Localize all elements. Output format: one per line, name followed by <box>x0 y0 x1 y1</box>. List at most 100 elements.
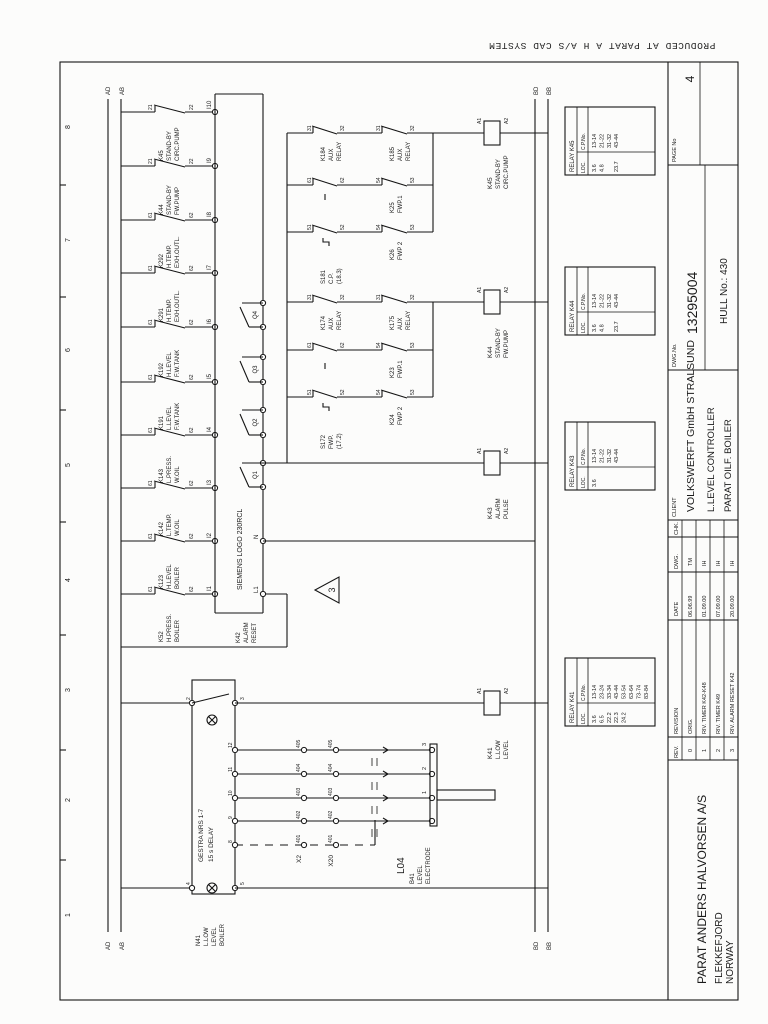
relay-table-cp: 21-22 <box>599 134 605 148</box>
terminal-number: 402 <box>328 810 334 819</box>
logo-input-label: I7 <box>207 264 213 270</box>
relay-table-cp: 43-44 <box>614 294 620 308</box>
contact-pin-label: 51 <box>307 389 313 395</box>
shield-chevron <box>382 817 390 825</box>
x2-terminal <box>300 817 308 825</box>
revision-date: 20.09.00 <box>730 596 736 617</box>
pressure-switch-actuator-icon <box>322 238 330 246</box>
contact-pin-label: 22 <box>189 158 195 164</box>
contact-device-label: K23 <box>390 367 396 378</box>
electrode-terminal <box>428 817 436 825</box>
terminal-number: 404 <box>296 763 302 772</box>
terminal-strip-label: X20 <box>328 855 335 867</box>
relay-table-cp: 63-64 <box>629 685 635 699</box>
relay-table-header: C.P.No. <box>581 293 587 310</box>
terminal-label: 3 <box>240 697 246 700</box>
contact-device-label: RELAY <box>406 142 412 161</box>
page-number-label: PAGE No <box>672 139 678 162</box>
output-contact-blade <box>239 466 250 488</box>
revision-number: 0 <box>688 749 694 752</box>
relay-probe-terminal <box>231 794 239 802</box>
lamp-icon-cross <box>208 884 216 892</box>
terminal-number: 403 <box>296 787 302 796</box>
x2-terminal <box>300 841 308 849</box>
relay-model: 15 s DELAY <box>208 826 215 862</box>
logo-input-label: I1 <box>207 585 213 591</box>
relay-table-header: C.P.No. <box>581 684 587 701</box>
terminal-label: 11 <box>228 767 234 772</box>
company-name: PARAT ANDERS HALVORSEN A/S <box>695 795 709 984</box>
contact-device-label: K25 <box>390 202 396 213</box>
relay-table-header: LOC. <box>581 321 587 333</box>
contact-device-label: AUX <box>398 318 404 330</box>
coil-k44 <box>483 289 501 315</box>
logo-n-label: N <box>254 535 260 539</box>
contact-blade <box>153 265 186 275</box>
contact-pin-label: 62 <box>189 427 195 433</box>
relay-table-title: RELAY K44 <box>570 300 576 332</box>
contact-blade <box>311 177 338 187</box>
revision-triangle <box>313 576 340 604</box>
revision-text: RIV. TIMER K42-K48 <box>702 682 708 734</box>
contact-pin-label: 31 <box>376 294 382 300</box>
revision-drawn-by: TM <box>688 558 694 566</box>
client-label: CLIENT <box>672 497 678 517</box>
input-device-label: K292 <box>159 253 165 268</box>
logo-input-label: I9 <box>207 157 213 163</box>
contact-blade <box>380 294 408 304</box>
contact-pin-label: 62 <box>189 265 195 271</box>
coil-k41 <box>483 690 501 716</box>
input-device-label: K123 <box>159 574 165 589</box>
contact-pin-label: 53 <box>410 389 416 395</box>
output-contact-blade <box>239 413 250 436</box>
contact-device-label: AUX <box>398 149 404 161</box>
contact-device-label: K185 <box>390 146 396 161</box>
contact-device-label: K184 <box>321 146 327 161</box>
x20-terminal <box>332 746 340 754</box>
contact-pin-label: 52 <box>340 389 346 395</box>
relay-table-header: C.P.No. <box>581 448 587 465</box>
input-device-label: F.W.TANK <box>175 350 181 377</box>
contact-blade <box>380 342 408 352</box>
input-device-label: K143 <box>159 468 165 483</box>
electrode-tag: L04 <box>396 857 407 874</box>
input-device-label: L.TEMP. <box>167 513 173 536</box>
relay-table-cp: 13-14 <box>592 134 598 148</box>
coil-k43 <box>483 450 501 476</box>
relay-table-loc: 3.6 <box>592 164 598 172</box>
coil-desc: PULSE <box>504 499 510 519</box>
coil-k45 <box>483 120 501 146</box>
coil-a1-label: A1 <box>477 448 483 454</box>
revision-date: 06.06.99 <box>688 596 694 617</box>
rail-label-ad: AD <box>106 941 112 950</box>
relay-table-cp: 13-14 <box>592 449 598 463</box>
relay-id-label: N41 <box>196 934 202 946</box>
revision-number: 2 <box>716 749 722 752</box>
input-device-label: H.LEVEL <box>167 352 173 377</box>
relay-table-cp: 73-74 <box>636 685 642 699</box>
contact-pin-label: 53 <box>410 342 416 348</box>
contact-device-label: K24 <box>390 414 396 425</box>
relay-table-loc: 4.8 <box>599 164 605 172</box>
relay-table-cp: 21-22 <box>599 449 605 463</box>
coil-a2-label: A2 <box>504 688 510 694</box>
relay-id-label: BOILER <box>220 923 226 946</box>
electrode-bar <box>429 743 438 827</box>
contact-blade <box>153 158 186 168</box>
contact-pin-label: 54 <box>376 177 382 183</box>
contact-pin-label: 61 <box>148 374 154 380</box>
contact-pin-label: 54 <box>376 224 382 230</box>
input-device-label: STAND-BY <box>167 131 173 161</box>
column-number: 1 <box>65 913 72 917</box>
lamp-icon-cross <box>208 716 216 724</box>
revision-header: DATE <box>674 601 680 616</box>
electrode-terminal <box>428 794 436 802</box>
revision-header: REVISION <box>674 708 680 734</box>
contact-device-label: S181 <box>321 269 327 284</box>
terminal-label: 12 <box>228 742 234 748</box>
relay-table-cp: 31-32 <box>607 449 613 463</box>
rail-label-bb: BB <box>547 87 553 95</box>
contact-device-label: RELAY <box>406 311 412 330</box>
contact-pin-label: 21 <box>148 158 154 164</box>
rail-label-bd: BD <box>534 86 540 95</box>
